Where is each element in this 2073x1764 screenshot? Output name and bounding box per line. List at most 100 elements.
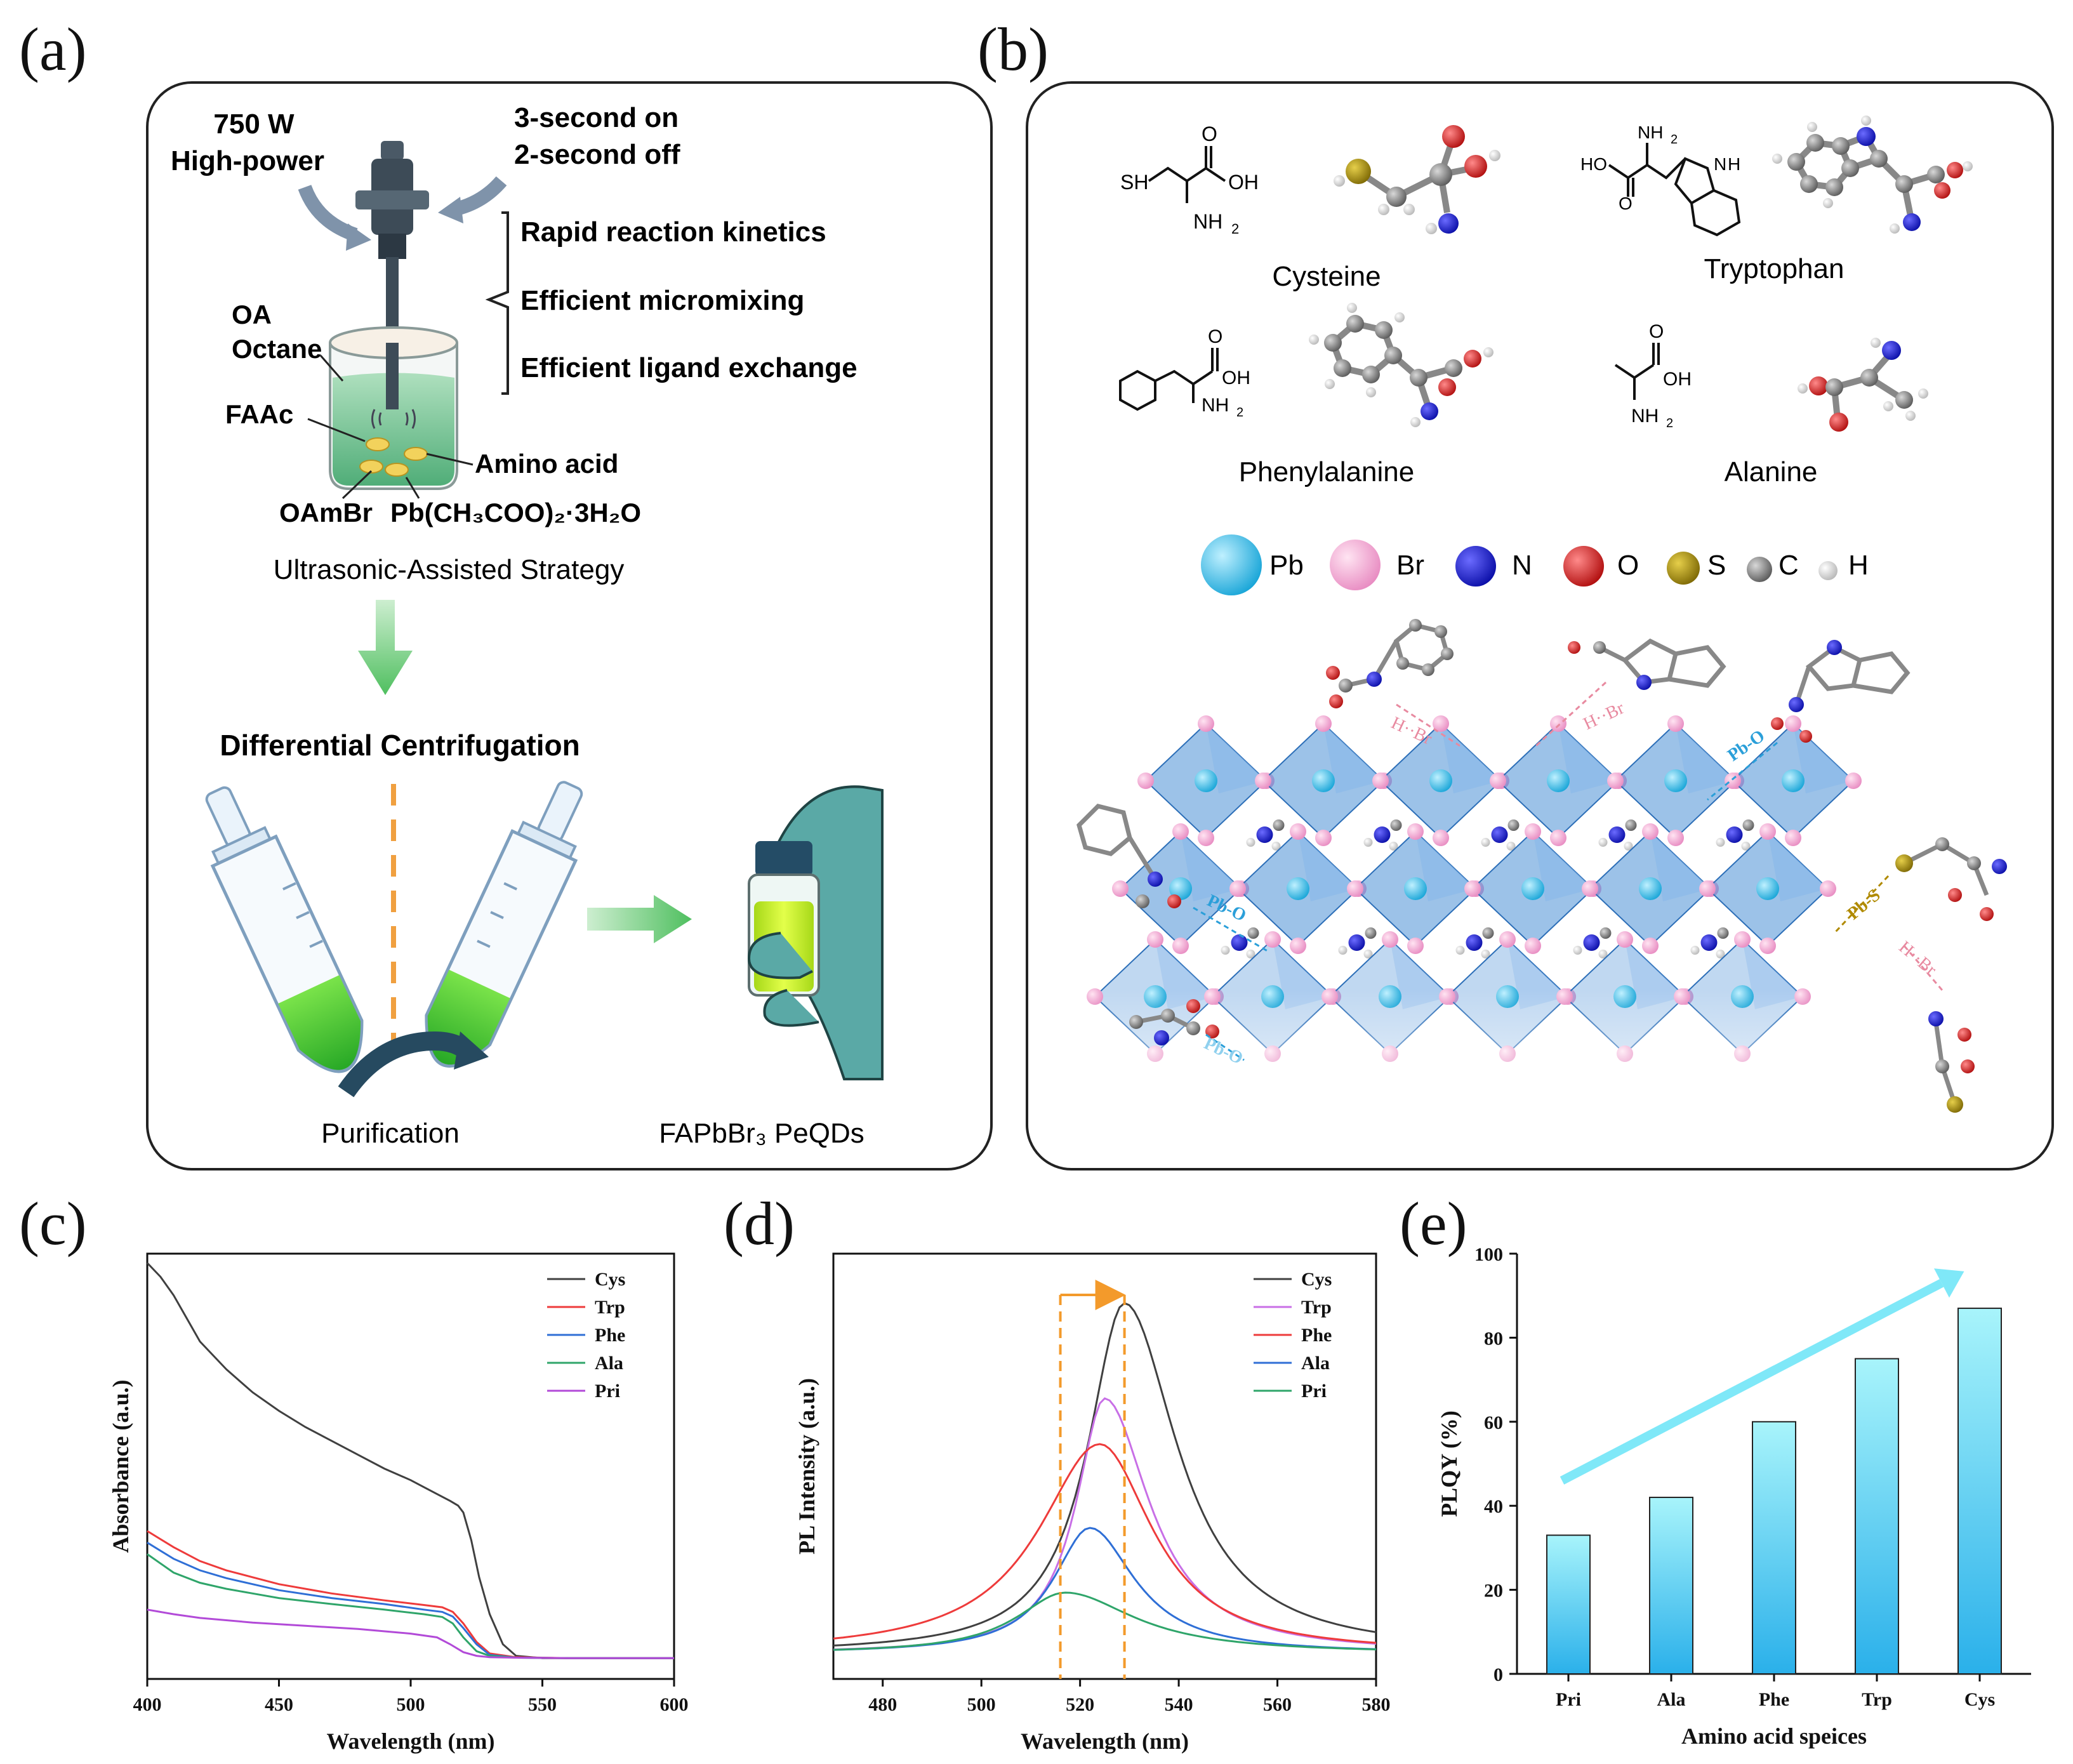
panel-label-c: (c) xyxy=(19,1190,87,1257)
strategy-label: Ultrasonic-Assisted Strategy xyxy=(274,554,625,585)
trp-o-text: O xyxy=(1619,194,1633,213)
octahedron-face xyxy=(1206,724,1266,793)
legend-label-ala: Ala xyxy=(595,1353,623,1374)
series-line-pri xyxy=(147,1608,674,1659)
fa-h-atom xyxy=(1598,838,1608,847)
legend-pb-label: Pb xyxy=(1269,550,1304,581)
fa-n-atom xyxy=(1466,934,1483,951)
interaction-hbr-1: H··Br xyxy=(1388,713,1435,749)
phe-oh-text: OH xyxy=(1222,368,1250,388)
octahedron-face xyxy=(1441,724,1501,793)
reaction-beaker xyxy=(329,326,458,490)
pb-atom xyxy=(1664,769,1687,792)
cys-nh2-text: NH xyxy=(1193,210,1222,233)
fa-h-atom xyxy=(1389,842,1398,851)
legend-n-ball xyxy=(1455,546,1496,587)
br-atom xyxy=(1290,938,1306,954)
fa-c-atom xyxy=(1599,927,1612,939)
octahedron-face xyxy=(1323,724,1384,793)
series-line-cys xyxy=(833,1302,1377,1647)
br-atom xyxy=(1642,823,1659,840)
fa-n-atom xyxy=(1374,826,1391,843)
br-atom xyxy=(1525,938,1541,954)
y-axis-label: Absorbance (a.u.) xyxy=(108,1379,133,1553)
legend-o-ball xyxy=(1563,546,1604,587)
octahedron-face xyxy=(1298,832,1358,901)
x-tick-label-phe: Phe xyxy=(1759,1689,1789,1710)
phe-nh2-sub: 2 xyxy=(1236,406,1243,420)
cysteine-3d-model xyxy=(1334,125,1500,234)
fa-n-atom xyxy=(1231,934,1248,951)
pb-precursor-label: Pb(CH₃COO)₂·3H₂O xyxy=(390,498,641,527)
bar-trp xyxy=(1855,1358,1899,1674)
octahedron-face xyxy=(1533,832,1593,901)
series-line-ala xyxy=(833,1527,1377,1651)
octahedron-face xyxy=(1650,832,1711,901)
legend-br-ball xyxy=(1330,540,1381,590)
cys-sh-text: SH xyxy=(1120,171,1148,194)
plot-frame xyxy=(832,1252,1377,1680)
panel-label-d: (d) xyxy=(724,1190,795,1257)
bar-ala xyxy=(1649,1496,1693,1674)
solvent-label-octane: Octane xyxy=(232,334,322,364)
br-atom xyxy=(1582,880,1598,897)
br-atom xyxy=(1147,931,1163,948)
fa-c-atom xyxy=(1390,819,1402,831)
fa-h-atom xyxy=(1573,946,1582,955)
series-line-phe xyxy=(147,1541,674,1659)
br-atom xyxy=(1433,830,1449,846)
br-atom xyxy=(1699,880,1716,897)
y-tick-label: 100 xyxy=(1474,1244,1503,1265)
molecule-name-tryptophan: Tryptophan xyxy=(1704,253,1845,284)
legend-label-cys: Cys xyxy=(1301,1269,1332,1290)
legend-c-ball xyxy=(1747,557,1772,582)
x-tick-label: 520 xyxy=(1066,1694,1094,1715)
x-axis-label: Amino acid speices xyxy=(1681,1723,1867,1749)
fa-h-atom xyxy=(1481,950,1490,958)
x-tick-label-ala: Ala xyxy=(1657,1689,1686,1710)
fa-c-atom xyxy=(1273,819,1285,831)
ligand-cys-right xyxy=(1895,837,2007,921)
cys-o-text: O xyxy=(1202,123,1217,145)
fa-c-atom xyxy=(1717,927,1729,939)
fa-n-atom xyxy=(1726,826,1743,843)
br-atom xyxy=(1617,931,1633,948)
legend-c-label: C xyxy=(1778,550,1799,581)
octahedron-face xyxy=(1415,832,1476,901)
br-atom xyxy=(1845,773,1862,789)
fa-h-atom xyxy=(1338,946,1348,955)
x-axis-label: Wavelength (nm) xyxy=(1021,1728,1189,1754)
br-atom xyxy=(1734,931,1751,948)
pb-atom xyxy=(1639,877,1662,900)
x-tick-label: 500 xyxy=(397,1694,425,1715)
ligand-trp-right xyxy=(1771,640,1911,743)
pb-atom xyxy=(1429,769,1452,792)
ala-nh2-sub: 2 xyxy=(1666,416,1673,430)
fa-n-atom xyxy=(1348,934,1365,951)
oambr-label: OAmBr xyxy=(279,498,373,527)
y-tick-label: 60 xyxy=(1484,1412,1503,1433)
ligand-trp-top xyxy=(1568,638,1726,690)
br-atom xyxy=(1172,823,1189,840)
x-tick-label-cys: Cys xyxy=(1964,1689,1995,1710)
fa-h-atom xyxy=(1246,838,1255,847)
fa-c-atom xyxy=(1742,819,1754,831)
fa-h-atom xyxy=(1690,946,1700,955)
fa-n-atom xyxy=(1583,934,1600,951)
fa-h-atom xyxy=(1271,842,1281,851)
advantage-1: Rapid reaction kinetics xyxy=(520,216,826,248)
fa-h-atom xyxy=(1481,838,1490,847)
br-atom xyxy=(1759,823,1776,840)
power-arrow-head xyxy=(346,223,371,251)
panel-a-frame xyxy=(146,81,993,1170)
panel-label-b: (b) xyxy=(977,15,1049,83)
series-line-trp xyxy=(147,1530,674,1659)
br-atom xyxy=(1820,880,1836,897)
product-vial xyxy=(747,785,884,1080)
legend-label-trp: Trp xyxy=(1301,1297,1332,1318)
fa-h-atom xyxy=(1363,950,1373,958)
br-atom xyxy=(1499,931,1516,948)
